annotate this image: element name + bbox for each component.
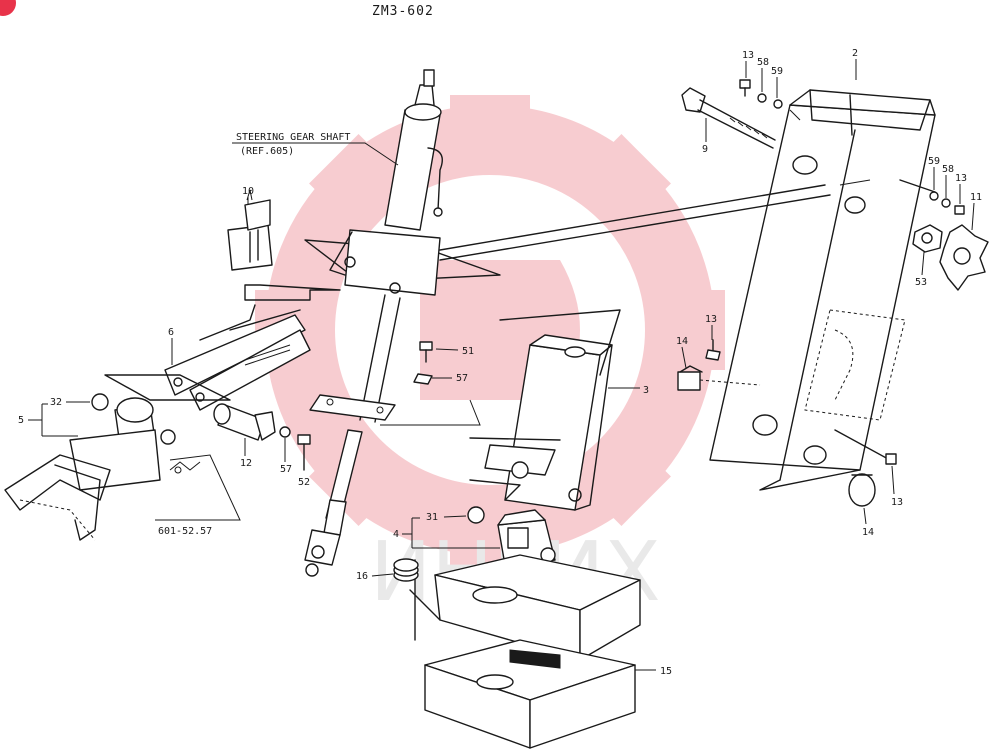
nut-part-53 [912, 224, 943, 253]
part-number-label: 59 [928, 156, 940, 167]
washer-part-57b [413, 373, 433, 385]
part-number-label: 16 [356, 571, 368, 582]
plug-part-14-upper [677, 365, 761, 391]
part-number-label: 31 [426, 512, 438, 523]
bolt-part-13-mid [705, 339, 721, 361]
part-number-label: 13 [955, 173, 967, 184]
part-number-label: 13 [705, 314, 717, 325]
plug-part-14-lower [848, 473, 876, 507]
part-number-label: 32 [50, 397, 62, 408]
part-number-label: 3 [643, 385, 649, 396]
knob-part-11 [939, 224, 989, 291]
washer-part-57 [279, 426, 291, 438]
part-number-label: 13 [742, 50, 754, 61]
watermark-gear-icon [255, 95, 725, 565]
diagram-title: ZM3-602 [372, 4, 434, 19]
bracket-part-3 [469, 309, 621, 511]
pin-part-12 [213, 403, 276, 441]
part-number-label: 9 [702, 144, 708, 155]
part-labels: 2 13 58 59 9 59 58 13 11 53 10 6 32 [18, 48, 982, 677]
callout-ref-601: 601-52.57 [158, 526, 212, 537]
bolt-part-13-lower [834, 429, 897, 465]
hardware-right-stack [899, 179, 965, 215]
bolt-part-51 [419, 341, 433, 363]
connecting-rod [439, 184, 831, 261]
part-number-label: 10 [242, 186, 254, 197]
washer-part-58-top [757, 93, 767, 103]
lever-part-6 [104, 304, 311, 411]
part-number-label: 52 [298, 477, 310, 488]
part-number-label: 11 [970, 192, 982, 203]
bolt-part-52 [297, 434, 311, 471]
part-number-label: 57 [280, 464, 292, 475]
base-block-part-15 [424, 639, 636, 749]
part-number-label: 2 [852, 48, 858, 59]
part-number-label: 51 [462, 346, 474, 357]
part-number-label: 53 [915, 277, 927, 288]
part-number-label: 58 [942, 164, 954, 175]
part-number-label: 57 [456, 373, 468, 384]
bracket-part-5 [4, 393, 201, 541]
callout-steering-line2: (REF.605) [240, 146, 294, 157]
base-plate [409, 554, 641, 661]
bolt-part-13-top [739, 79, 751, 97]
part-number-label: 5 [18, 415, 24, 426]
part-number-label: 13 [891, 497, 903, 508]
part-number-label: 14 [862, 527, 874, 538]
steering-shaft [304, 69, 443, 577]
bolt-part-9 [681, 87, 776, 149]
spring-part-16 [393, 558, 419, 582]
callout-steering-line1: STEERING GEAR SHAFT [236, 132, 350, 143]
part-number-label: 58 [757, 57, 769, 68]
corner-badge-icon [0, 0, 16, 16]
frame-part-2 [709, 89, 936, 491]
part-number-label: 15 [660, 666, 672, 677]
part-number-label: 59 [771, 66, 783, 77]
washer-part-59-top [773, 99, 783, 109]
part-number-label: 4 [393, 529, 399, 540]
part-number-label: 14 [676, 336, 688, 347]
part-number-label: 6 [168, 327, 174, 338]
part-number-label: 12 [240, 458, 252, 469]
block-part-10 [227, 189, 341, 301]
